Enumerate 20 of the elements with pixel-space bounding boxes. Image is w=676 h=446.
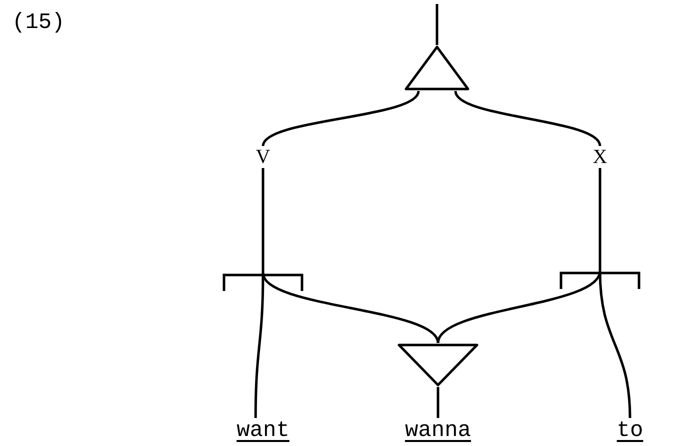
connector-line	[436, 270, 602, 344]
example-number: (15)	[12, 9, 65, 37]
or-bracket	[559, 271, 641, 291]
connector-line	[436, 387, 440, 418]
connector-line	[262, 272, 440, 344]
and-triangle	[404, 45, 470, 91]
word-label: to	[616, 420, 644, 442]
connector-line	[262, 90, 420, 147]
node-label: X	[592, 147, 608, 167]
connector-line	[436, 4, 438, 45]
connector-line	[598, 168, 602, 271]
connector-line	[598, 270, 632, 418]
word-label: wanna	[404, 420, 471, 442]
connector-line	[454, 90, 602, 147]
and-triangle	[397, 343, 479, 387]
or-bracket	[222, 273, 304, 293]
node-label: V	[256, 147, 270, 167]
connector-line	[262, 168, 264, 273]
connector-line	[254, 272, 264, 418]
word-label: want	[236, 420, 290, 442]
